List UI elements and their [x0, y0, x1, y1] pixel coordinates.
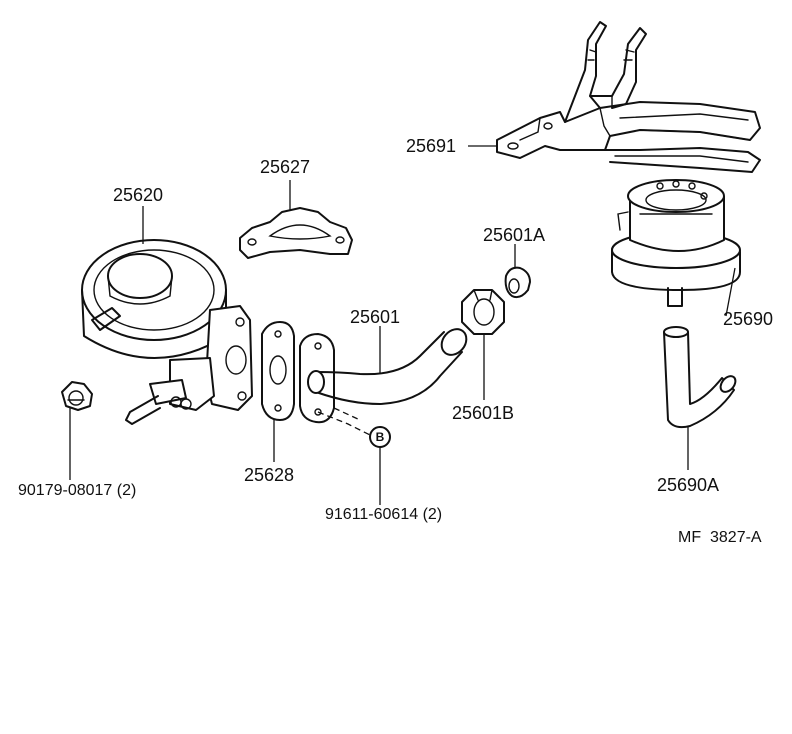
bracket-25691: [496, 21, 761, 173]
label-25691: 25691: [406, 136, 457, 156]
bolt-marker-b: B: [369, 426, 391, 448]
vsv-25690: [611, 179, 741, 307]
label-25601A: 25601A: [483, 225, 546, 245]
label-25690A: 25690A: [657, 475, 720, 495]
gasket-25627: [239, 207, 353, 259]
label-25601B: 25601B: [452, 403, 515, 423]
gasket-25628: [261, 321, 295, 421]
seal-25601A: [504, 266, 531, 299]
diagram-code: MF 3827-A: [678, 529, 762, 546]
label-25627: 25627: [260, 157, 311, 177]
egr-valve-25620: [81, 239, 253, 425]
leader-lines: [69, 145, 736, 505]
label-25620: 25620: [113, 185, 164, 205]
nut-25601B: [461, 289, 505, 335]
label-90179-08017: 90179-08017 (2): [18, 482, 137, 499]
nut-90179: [61, 381, 93, 411]
label-91611-60614: 91611-60614 (2): [325, 506, 443, 523]
pipe-25601: [299, 328, 468, 424]
label-25628: 25628: [244, 465, 295, 485]
hose-25690A: [663, 326, 737, 429]
label-25601: 25601: [350, 307, 401, 327]
label-25690: 25690: [723, 309, 774, 329]
